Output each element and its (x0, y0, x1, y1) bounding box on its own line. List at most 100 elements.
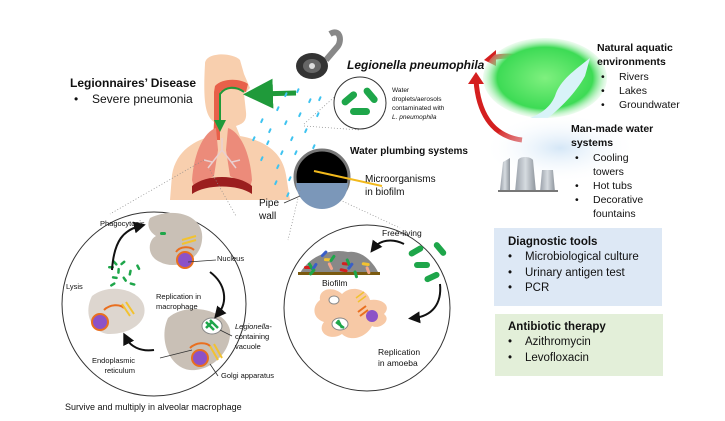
right-lung (226, 128, 252, 188)
vacuole-label-line: containing (235, 332, 270, 341)
er-icon (175, 246, 195, 253)
water-droplet (294, 150, 298, 156)
water-droplet (296, 88, 300, 94)
river (530, 58, 590, 118)
manmade-sources-title-line: systems (571, 137, 614, 149)
water-droplet (298, 112, 302, 118)
natural-source-item: Groundwater (597, 98, 680, 112)
amoeba-vacuole (328, 295, 340, 305)
bacterium-icon (363, 87, 378, 104)
macrophage-cycle (61, 211, 247, 397)
water-droplet (286, 192, 290, 198)
antibiotic-therapy-list: Azithromycin Levofloxacin (508, 335, 606, 366)
inhale-path-arrow (214, 86, 245, 132)
bacterium-icon (117, 267, 120, 274)
manmade-source-arrow-head (468, 72, 484, 84)
biofilm-bacterium-icon (347, 262, 354, 270)
bacterium-icon (128, 269, 132, 276)
water-droplet (284, 120, 288, 126)
disease-symptom-item: Severe pneumonia (70, 92, 193, 106)
golgi-pointer (209, 363, 219, 377)
water-droplet (316, 112, 320, 118)
water-droplet (260, 118, 264, 124)
bacterium-icon (160, 232, 166, 235)
diagnostic-tools-title: Diagnostic tools (508, 236, 598, 248)
vacuole-label-line: vacuole (235, 342, 261, 351)
manmade-sources-title: Man-made water systems (571, 122, 653, 150)
bacterium-icon (120, 260, 126, 266)
nucleus-pointer (187, 259, 217, 263)
bacterium-icon (110, 282, 116, 287)
macrophage-caption: Survive and multiply in alveolar macroph… (65, 402, 242, 412)
cycle-arrow-lysis (123, 332, 155, 352)
water-droplet (260, 156, 264, 162)
amoeba-replication-label: Replication in amoeba (378, 347, 420, 369)
er-icon (189, 342, 211, 349)
cycle-arrow-to-biofilm (370, 239, 405, 253)
golgi-icon (209, 343, 223, 361)
er-label: Endoplasmic reticulum (92, 356, 135, 376)
bacterium-icon (414, 262, 430, 268)
diagnostic-tool-item: Microbiological culture (508, 250, 639, 266)
nucleus-icon (366, 310, 378, 322)
magnification-connectors (109, 159, 401, 241)
bacterium-icon (350, 108, 370, 115)
nucleus-icon (191, 349, 209, 367)
water-droplet (266, 140, 270, 146)
natural-sources-title-line: Natural aquatic (597, 42, 673, 54)
droplet-magnification (303, 76, 387, 131)
er-label-line: reticulum (104, 366, 135, 375)
diagnostic-tool-item: PCR (508, 281, 639, 297)
biofilm-label-amoeba: Biofilm (322, 278, 348, 288)
biofilm-surface (298, 272, 380, 275)
bacterium-icon (341, 91, 358, 106)
er-label-line: Endoplasmic (92, 356, 135, 365)
golgi-icon (355, 291, 367, 303)
biofilm-label: Microorganisms in biofilm (365, 173, 436, 199)
nucleus-label: Nucleus (217, 254, 245, 263)
bacterium-icon (408, 245, 424, 257)
water-droplet (276, 164, 280, 170)
amoeba-replication-line: Replication (378, 347, 421, 357)
er-pointer (159, 349, 193, 359)
bacterium-icon (433, 242, 447, 256)
water-droplet (288, 176, 292, 182)
diagnostic-tools-list: Microbiological culture Urinary antigen … (508, 250, 639, 297)
bacterium-icon (111, 276, 118, 280)
water-droplet (308, 98, 312, 104)
amoeba-replication-line: in amoeba (378, 358, 418, 368)
antibiotic-item: Azithromycin (508, 335, 606, 351)
antibiotic-item: Levofloxacin (508, 351, 606, 367)
golgi-icon (121, 301, 135, 317)
natural-sources-title: Natural aquatic environments (597, 41, 673, 69)
manmade-source-text: Cooling (593, 152, 629, 164)
water-droplet (318, 96, 322, 102)
water-droplet (268, 128, 272, 134)
biofilm-label-line: Microorganisms (365, 174, 436, 185)
diaphragm (192, 177, 252, 194)
vacuole-bacteria (205, 319, 219, 331)
nucleus-icon (176, 251, 194, 269)
macrophage-replication-line: macrophage (156, 302, 198, 311)
biofilm-bacterium-icon (311, 262, 318, 271)
natural-sources-title-line: environments (597, 56, 666, 68)
bacterium-icon (424, 271, 440, 283)
biofilm-label-line: in biofilm (365, 187, 405, 198)
biofilm-bacterium-icon (327, 262, 334, 270)
cycle-arrow-phagocytosis (111, 221, 146, 271)
amoeba-cycle (283, 224, 451, 392)
vacuole-label-line: Legionella- (235, 322, 272, 331)
bronchi (203, 138, 241, 169)
water-droplet (312, 144, 316, 150)
water-droplet (274, 180, 278, 186)
biofilm-bacterium-icon (365, 266, 371, 275)
vacuole-pointer (219, 329, 233, 337)
disease-symptom-list: Severe pneumonia (70, 92, 193, 106)
golgi-label: Golgi apparatus (221, 371, 274, 380)
free-living-label: Free-living (382, 228, 422, 238)
bacterium-icon (136, 264, 141, 271)
disease-title: Legionnaires’ Disease (70, 76, 197, 90)
